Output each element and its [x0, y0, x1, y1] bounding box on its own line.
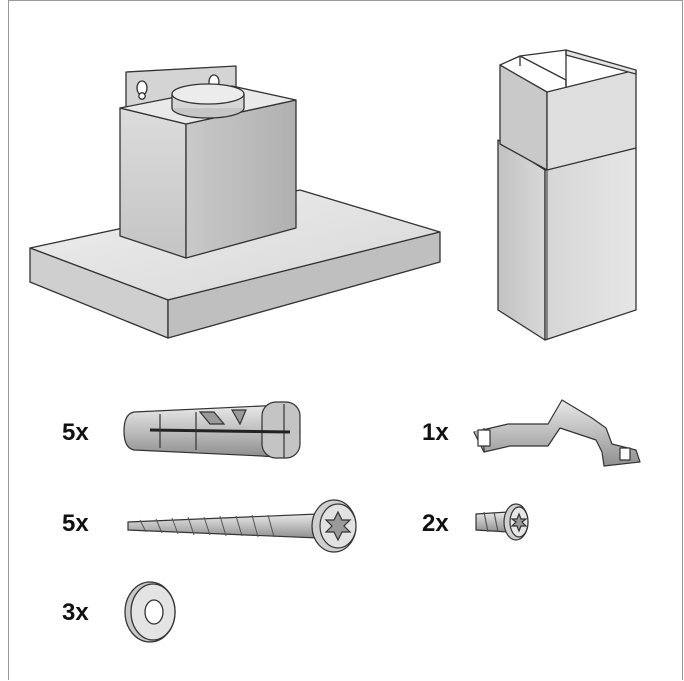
diagram-frame — [8, 0, 683, 680]
washer-icon — [124, 581, 176, 643]
short-screw-quantity: 2x — [422, 510, 449, 537]
washer-quantity: 3x — [62, 599, 89, 626]
mounting-bracket-icon — [473, 399, 641, 467]
long-screw-icon — [127, 499, 357, 553]
bracket-quantity: 1x — [422, 419, 449, 446]
short-screw-icon — [475, 503, 529, 541]
range-hood-icon — [29, 65, 441, 339]
wall-plug-quantity: 5x — [62, 419, 89, 446]
wall-plug-icon — [123, 401, 301, 459]
long-screw-quantity: 5x — [62, 510, 89, 537]
chimney-duct-icon — [497, 49, 637, 341]
